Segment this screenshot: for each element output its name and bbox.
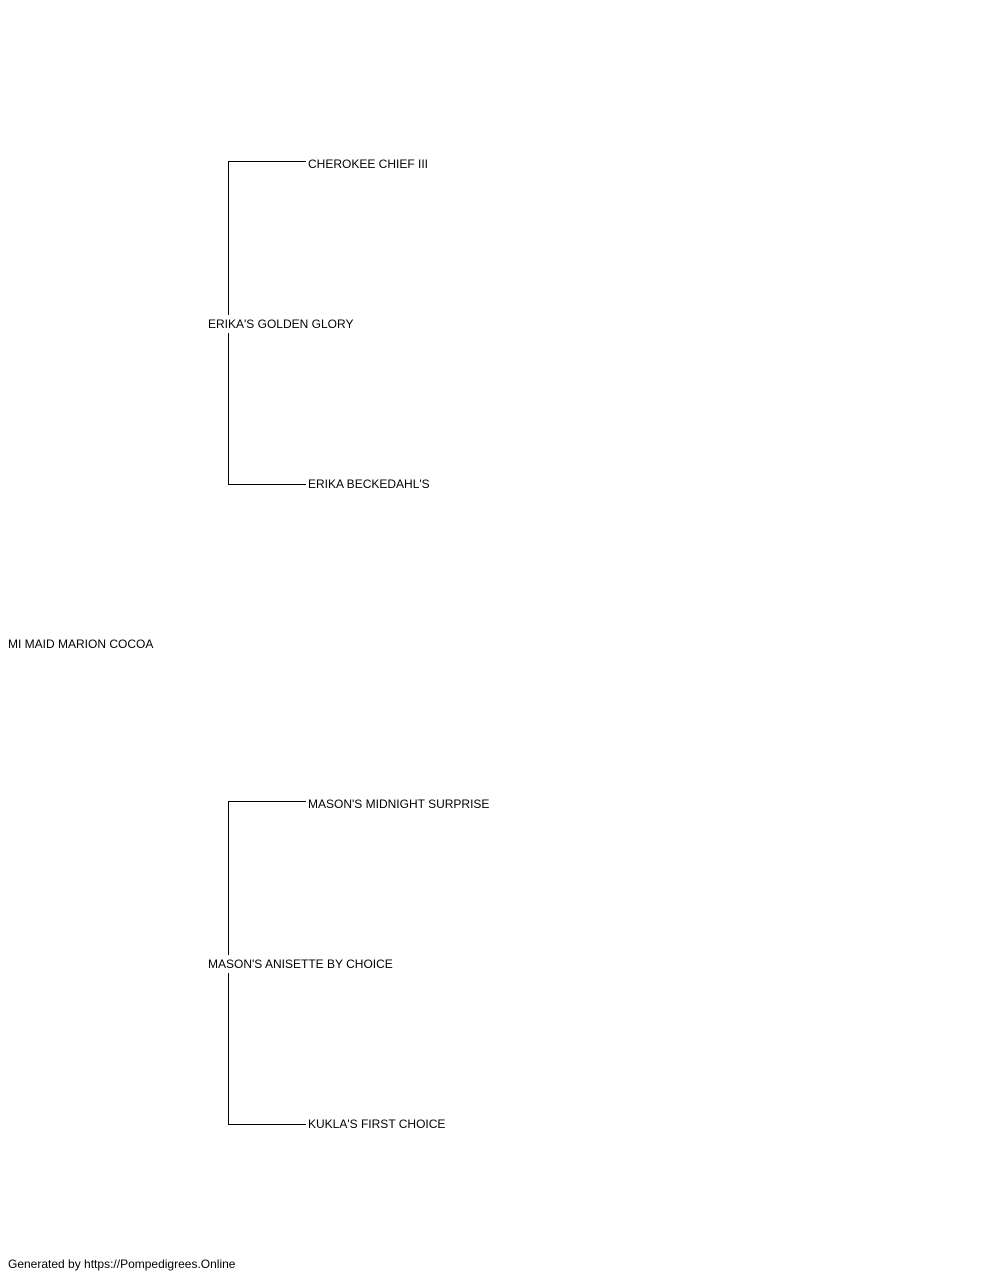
generated-by-footer: Generated by https://Pompedigrees.Online: [8, 1257, 236, 1271]
sire-name: ERIKA'S GOLDEN GLORY: [208, 315, 354, 333]
paternal-grandsire-name: CHEROKEE CHIEF III: [308, 155, 429, 173]
dam-name: MASON'S ANISETTE BY CHOICE: [208, 955, 393, 973]
subject-name: MI MAID MARION COCOA: [8, 635, 154, 653]
maternal-grandsire-name: MASON'S MIDNIGHT SURPRISE: [308, 795, 490, 813]
maternal-granddam-name: KUKLA'S FIRST CHOICE: [308, 1115, 446, 1133]
paternal-granddam-name: ERIKA BECKEDAHL'S: [308, 475, 430, 493]
